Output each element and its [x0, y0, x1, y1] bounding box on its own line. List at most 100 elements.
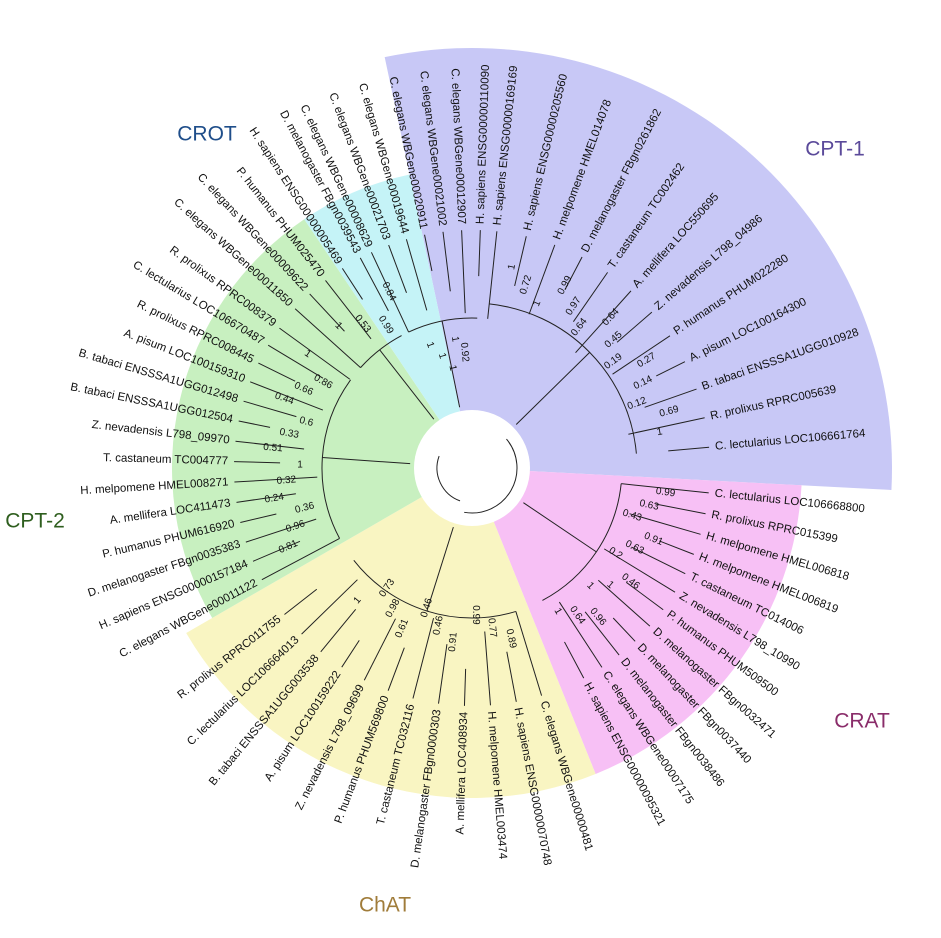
terminal-branch [625, 581, 664, 611]
terminal-branch [341, 268, 363, 300]
support-value: 1 [297, 459, 303, 470]
terminal-branch [528, 244, 556, 315]
clade-arc [353, 560, 517, 619]
terminal-branch [405, 239, 428, 311]
support-value: 1 [506, 263, 518, 271]
support-value: 0.91 [447, 631, 460, 652]
terminal-branch [325, 280, 372, 340]
terminal-branch [478, 230, 481, 277]
terminal-branch [659, 540, 694, 555]
support-value: 1 [302, 348, 313, 360]
terminal-branch [279, 327, 351, 380]
terminal-branch [249, 381, 324, 411]
terminal-branch [341, 640, 360, 668]
terminal-branch [258, 362, 296, 382]
support-value: 0.77 [485, 618, 498, 639]
stem-branch [379, 349, 435, 420]
terminal-branch [575, 290, 632, 353]
terminal-branch [572, 272, 608, 322]
clade-label-crot: CROT [177, 123, 237, 146]
terminal-branch [236, 493, 296, 503]
tree-branches [234, 230, 710, 706]
terminal-branch [309, 293, 345, 332]
terminal-branch [363, 618, 396, 681]
sector-crot [304, 174, 472, 468]
terminal-branch [515, 611, 543, 696]
support-value: 0.36 [294, 500, 316, 516]
support-value: 0.24 [264, 491, 285, 505]
support-value: 0.92 [458, 342, 471, 363]
terminal-branch [234, 476, 318, 483]
terminal-branch [234, 461, 281, 464]
support-value: 1 [352, 594, 364, 606]
terminal-branch [616, 311, 653, 343]
support-value: 1 [332, 320, 344, 332]
sector-cpt-1 [384, 48, 892, 490]
support-value: 1 [552, 606, 565, 617]
stem-branch [441, 320, 461, 408]
terminal-branch [584, 611, 620, 656]
stem-branch [515, 351, 591, 425]
terminal-branch [612, 617, 636, 642]
terminal-branch [438, 644, 448, 704]
terminal-branch [506, 651, 517, 702]
support-value: 0.89 [503, 628, 518, 650]
support-value: 0.46 [431, 614, 446, 636]
terminal-branch [628, 417, 705, 435]
terminal-branch [252, 540, 301, 562]
terminal-branch [245, 518, 317, 543]
terminal-branch [514, 236, 527, 287]
taxon-label: T. castaneum TC004777 [103, 452, 228, 467]
clade-sectors [172, 48, 892, 798]
terminal-branch [461, 230, 466, 314]
support-value: 1 [531, 298, 543, 308]
terminal-branch [424, 234, 433, 272]
clade-label-cpt-1: CPT-1 [805, 138, 865, 161]
sector-cpt-2 [172, 219, 472, 618]
terminal-branch [644, 388, 697, 408]
clade-label-cpt-2: CPT-2 [5, 510, 65, 533]
terminal-branch [412, 618, 435, 699]
support-value: 0.99 [470, 605, 481, 625]
terminal-branch [442, 231, 451, 292]
terminal-branch [564, 641, 585, 679]
support-value: 1 [449, 336, 461, 344]
taxon-label: A. mellifera LOC408934 [454, 711, 470, 835]
support-value: 1 [656, 426, 664, 438]
support-value: 1 [584, 580, 596, 592]
terminal-branch [235, 440, 305, 450]
terminal-branch [629, 513, 701, 535]
stem-branch [523, 502, 597, 553]
support-value: 1 [424, 340, 436, 349]
terminal-branch [612, 335, 671, 375]
root-arc [464, 438, 518, 514]
terminal-branch [387, 647, 405, 691]
terminal-branch [621, 483, 709, 494]
support-value: 0.33 [279, 427, 300, 441]
terminal-branch [558, 601, 603, 668]
terminal-branch [388, 244, 407, 294]
terminal-branch [243, 400, 297, 418]
sector-crat [472, 468, 802, 774]
terminal-branch [359, 257, 389, 312]
terminal-branch [284, 588, 318, 615]
terminal-branch [668, 446, 710, 452]
terminal-branch [603, 548, 676, 593]
terminal-branch [370, 252, 410, 333]
terminal-branch [487, 231, 498, 319]
root-arc [436, 455, 461, 502]
terminal-branch [261, 537, 340, 581]
terminal-branch [267, 344, 324, 379]
support-value: 0.63 [638, 498, 660, 513]
stem-branch [426, 526, 454, 612]
support-value: 1 [436, 352, 448, 361]
terminal-branch [655, 503, 706, 515]
clade-label-crat: CRAT [834, 710, 890, 733]
tree-center-hole [414, 410, 530, 526]
taxon-label: H. sapiens ENSG00000110090 [475, 64, 493, 224]
terminal-branch [238, 420, 271, 428]
clade-label-chat: ChAT [359, 894, 411, 917]
terminal-branch [564, 256, 583, 291]
